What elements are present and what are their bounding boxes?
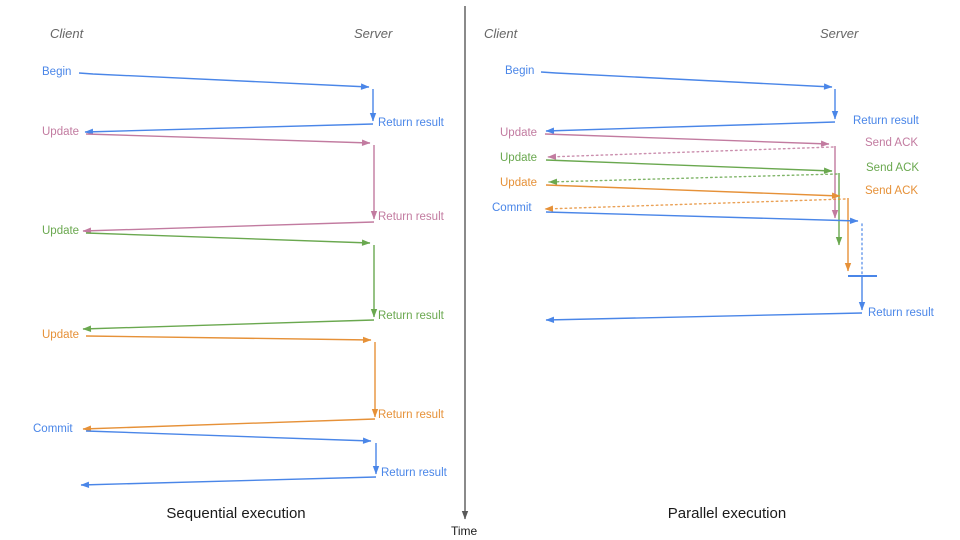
begin-label: Begin <box>42 66 72 78</box>
arrow-line-orange <box>545 184 841 199</box>
arrow-line-blue <box>84 123 374 135</box>
arrow-line-pink <box>85 133 371 146</box>
dashed-arrow-line-green <box>548 173 838 185</box>
arrow-line-blue <box>545 121 836 134</box>
begin-label: Begin <box>505 65 535 77</box>
return-result-label: Return result <box>378 409 444 421</box>
arrow-line-blue <box>545 312 863 324</box>
arrow-line-blue <box>540 71 833 90</box>
client-header: Client <box>50 26 84 41</box>
return-result-label: Return result <box>853 115 919 127</box>
caption-sequential: Sequential execution <box>166 505 306 522</box>
update-label: Update <box>500 127 538 139</box>
caption-parallel: Parallel execution <box>667 505 787 522</box>
commit-label: Commit <box>33 423 73 435</box>
arrow-line-blue <box>545 211 859 224</box>
return-result-label: Return result <box>378 117 444 129</box>
send-ack-label: Send ACK <box>865 137 919 149</box>
return-result-label: Return result <box>378 310 444 322</box>
send-ack-label: Send ACK <box>865 185 919 197</box>
update-label: Update <box>42 329 80 341</box>
arrow-line-pink <box>82 221 375 234</box>
arrow-line-orange <box>85 335 372 344</box>
time-axis-label: Time <box>451 524 478 538</box>
arrow-line-blue <box>85 430 372 444</box>
server-header: Server <box>820 26 859 41</box>
arrow-line-green <box>545 159 833 174</box>
arrow-line-green <box>85 232 371 246</box>
commit-label: Commit <box>492 202 532 214</box>
arrow-line-blue <box>80 476 377 488</box>
update-label: Update <box>500 152 538 164</box>
dashed-arrow-line-pink <box>547 146 834 160</box>
client-header: Client <box>484 26 518 41</box>
return-result-label: Return result <box>381 467 447 479</box>
update-label: Update <box>42 126 80 138</box>
send-ack-label: Send ACK <box>866 162 920 174</box>
arrow-line-orange <box>82 418 376 432</box>
update-label: Update <box>42 225 80 237</box>
arrow-line-green <box>82 319 375 332</box>
server-header: Server <box>354 26 393 41</box>
dashed-arrow-line-orange <box>544 198 846 212</box>
return-result-label: Return result <box>868 307 934 319</box>
arrow-line-pink <box>544 133 830 147</box>
return-result-label: Return result <box>378 211 444 223</box>
arrow-line-blue <box>78 72 370 90</box>
update-label: Update <box>500 177 538 189</box>
